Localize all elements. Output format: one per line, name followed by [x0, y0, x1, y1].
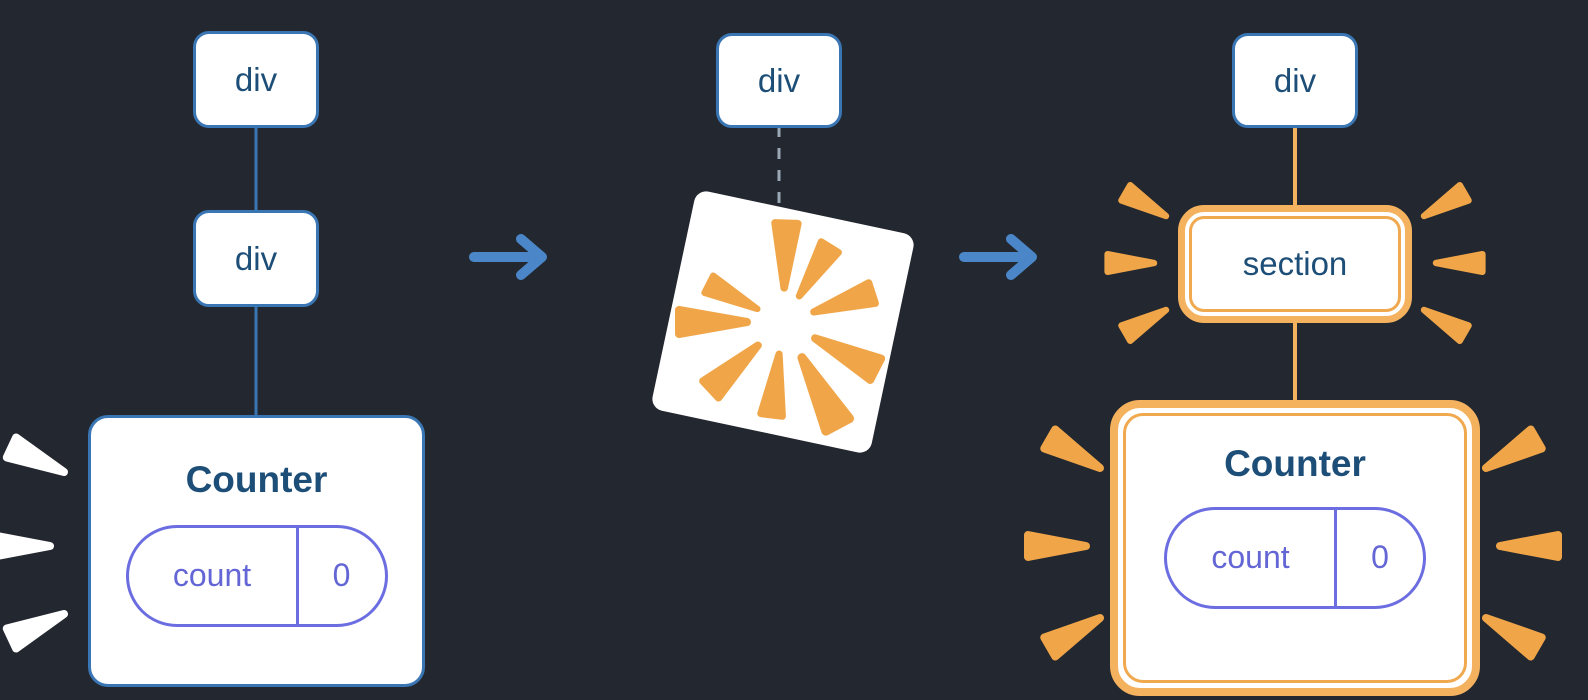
sparkle-burst-icon: [1104, 181, 1486, 345]
state-value: 0: [1371, 539, 1389, 576]
stage1-counter-card: Counter count 0: [88, 415, 425, 687]
state-key: count: [1167, 509, 1337, 606]
state-pill: count 0: [125, 524, 388, 627]
stage1-div-node-2: div: [193, 210, 319, 307]
stage3-section-node: section: [1189, 216, 1401, 312]
stage3-counter-card-highlight: Counter count 0: [1110, 400, 1480, 696]
stage3-counter-card: Counter count 0: [1123, 413, 1467, 683]
state-key: count: [129, 527, 299, 624]
stage1-div-node-1: div: [193, 31, 319, 128]
arrow-right-icon: [469, 234, 547, 280]
component-title: Counter: [185, 459, 328, 500]
stage3-div-node: div: [1232, 33, 1358, 128]
stage2-div-node: div: [716, 33, 842, 128]
sparkle-burst-icon: [1024, 425, 1562, 661]
sparkle-burst-icon: [0, 433, 68, 653]
state-pill: count 0: [1164, 506, 1426, 609]
state-value: 0: [332, 557, 351, 594]
component-title: Counter: [1224, 443, 1366, 484]
stage3-section-node-highlight: section: [1178, 205, 1412, 323]
arrow-right-icon: [959, 234, 1037, 280]
poof-icon: [652, 191, 914, 453]
